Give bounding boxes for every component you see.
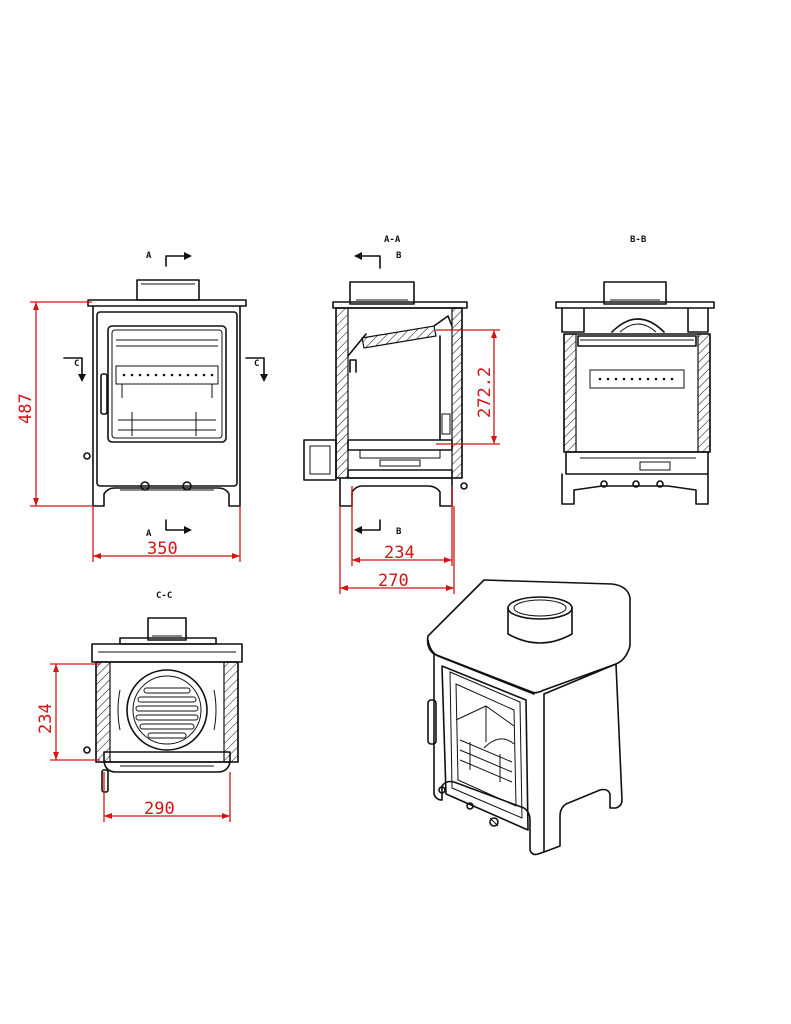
front-view: A A C C 487 350 — [16, 251, 268, 562]
section-bb-view: B-B — [555, 235, 715, 505]
dimension-front-height: 487 — [16, 301, 92, 507]
dimension-chamber-height: 272.2 — [436, 329, 500, 445]
section-bb-title: B-B — [630, 235, 647, 245]
door-handle — [100, 373, 108, 415]
svg-text:270: 270 — [378, 571, 409, 591]
section-aa-view: A-A B B — [303, 235, 500, 594]
bb-grate-dots — [598, 377, 674, 381]
section-aa-title: A-A — [384, 235, 401, 245]
section-label-b-bottom: B — [396, 527, 402, 537]
plan-grate-slots — [135, 687, 199, 739]
section-label-b-top: B — [396, 251, 402, 261]
svg-text:487: 487 — [16, 393, 36, 424]
section-label-a-top: A — [146, 251, 152, 261]
svg-text:234: 234 — [384, 543, 415, 563]
dimension-inner-depth: 234 — [351, 486, 453, 566]
isometric-view — [426, 579, 631, 856]
grate-dots — [122, 373, 214, 377]
svg-text:290: 290 — [144, 799, 175, 819]
iso-door-handle — [427, 699, 437, 745]
dimension-plan-width: 290 — [103, 772, 231, 822]
air-control-knob — [83, 452, 91, 460]
dimension-outer-depth: 270 — [339, 506, 455, 594]
dimension-front-width: 350 — [92, 506, 241, 562]
section-cc-view: C-C — [36, 591, 243, 822]
svg-text:234: 234 — [36, 703, 56, 734]
svg-text:272.2: 272.2 — [475, 367, 495, 418]
section-label-c-left: C — [74, 359, 79, 369]
section-label-a-bottom: A — [146, 529, 152, 539]
dimension-plan-depth: 234 — [36, 663, 100, 761]
section-label-c-right: C — [254, 359, 259, 369]
section-cc-title: C-C — [156, 591, 172, 601]
svg-text:350: 350 — [147, 539, 178, 559]
